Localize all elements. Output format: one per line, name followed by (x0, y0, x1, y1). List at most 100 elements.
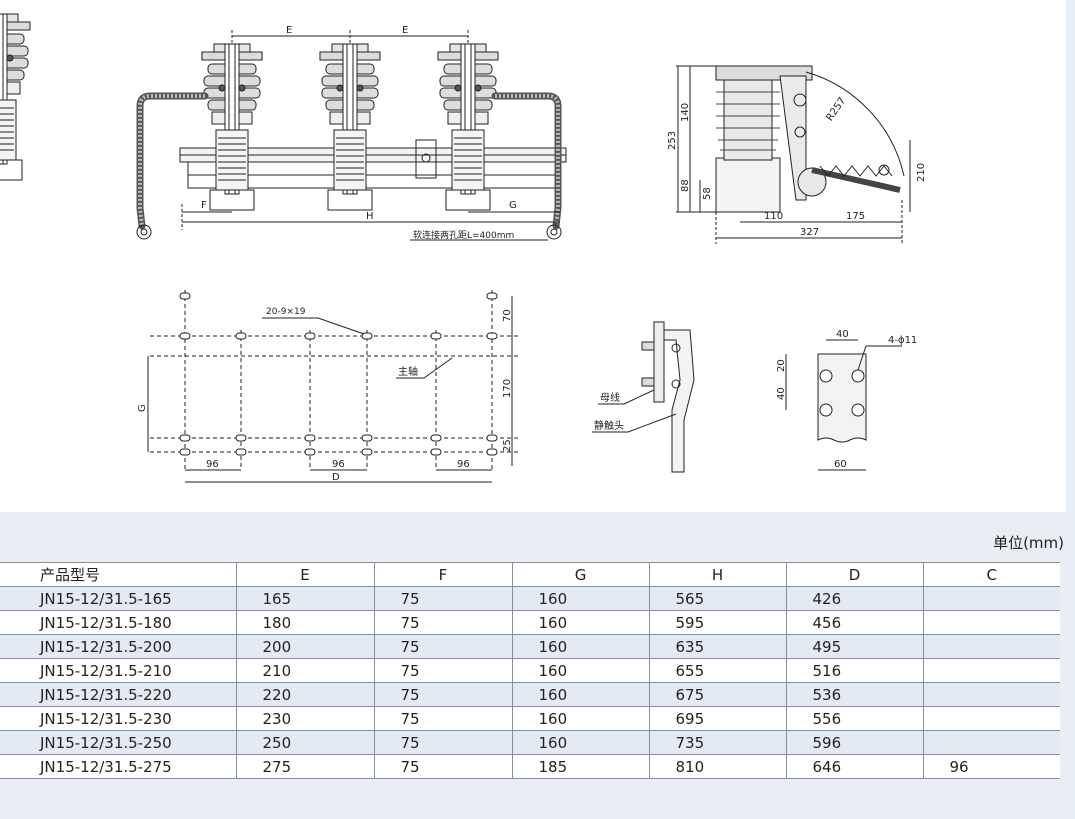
cell-h: 735 (648, 730, 786, 755)
cell-model: JN15-12/31.5-210 (0, 658, 236, 683)
cell-f: 75 (373, 682, 512, 707)
col-header-f: F (373, 562, 512, 587)
side-dim-r257: R257 (824, 96, 848, 124)
cell-model: JN15-12/31.5-250 (0, 730, 236, 755)
cell-g: 160 (511, 586, 649, 611)
cell-h: 695 (648, 706, 786, 731)
cell-e: 165 (235, 586, 374, 611)
cell-c (922, 706, 1060, 731)
technical-drawing-area: E E (0, 13, 927, 483)
cell-model: JN15-12/31.5-165 (0, 586, 236, 611)
cell-h: 595 (648, 610, 786, 635)
terminal-dim-40-top: 40 (836, 329, 849, 340)
busbar-detail-drawing: 母线 静触头 (592, 321, 695, 473)
cell-model: JN15-12/31.5-230 (0, 706, 236, 731)
cell-e: 230 (235, 706, 374, 731)
cell-model: JN15-12/31.5-180 (0, 610, 236, 635)
cell-h: 635 (648, 634, 786, 659)
static-contact-label: 静触头 (594, 419, 624, 432)
cell-h: 675 (648, 682, 786, 707)
cell-h: 565 (648, 586, 786, 611)
cell-e: 250 (235, 730, 374, 755)
cell-f: 75 (373, 586, 512, 611)
cell-d: 646 (785, 754, 923, 779)
cell-f: 75 (373, 658, 512, 683)
hole-plan-dim-d: D (332, 472, 340, 483)
cell-d: 596 (785, 730, 923, 755)
side-dim-175: 175 (846, 211, 865, 222)
col-header-g: G (511, 562, 649, 587)
side-dim-253: 253 (667, 131, 678, 150)
hole-plan-drawing: 20-9×19 主轴 70 170 25 G 96 96 96 D (137, 290, 520, 483)
cell-e: 275 (235, 754, 374, 779)
right-edge-strip (1066, 0, 1075, 819)
hole-plan-dim-96c: 96 (457, 459, 470, 470)
cell-model: JN15-12/31.5-220 (0, 682, 236, 707)
hole-plan-dim-25: 25 (502, 439, 513, 452)
cell-d: 556 (785, 706, 923, 731)
cell-g: 160 (511, 658, 649, 683)
cell-h: 810 (648, 754, 786, 779)
hole-plan-main-shaft-label: 主轴 (398, 365, 418, 378)
cell-f: 75 (373, 730, 512, 755)
cell-g: 160 (511, 634, 649, 659)
cell-g: 160 (511, 610, 649, 635)
cell-d: 516 (785, 658, 923, 683)
cell-g: 185 (511, 754, 649, 779)
front-note-flex-connector: 软连接两孔距L=400mm (413, 229, 514, 241)
cell-g: 160 (511, 730, 649, 755)
unit-label: 单位(mm) (993, 534, 1064, 552)
cell-f: 75 (373, 634, 512, 659)
col-header-h: H (648, 562, 786, 587)
side-dim-327: 327 (800, 227, 819, 238)
hole-plan-dim-170: 170 (502, 379, 513, 398)
front-dim-f: F (201, 200, 207, 211)
col-header-model: 产品型号 (0, 562, 236, 587)
cell-h: 655 (648, 658, 786, 683)
side-dim-210: 210 (916, 163, 927, 182)
cell-model: JN15-12/31.5-200 (0, 634, 236, 659)
side-dim-110: 110 (764, 211, 783, 222)
hole-plan-dim-70: 70 (502, 309, 513, 322)
hole-plan-dim-g: G (137, 404, 148, 412)
terminal-dim-40-side: 40 (776, 387, 787, 400)
table-header-row: 产品型号 E F G H D C (0, 562, 1060, 587)
cell-c (922, 658, 1060, 683)
cell-c (922, 634, 1060, 659)
side-view-drawing: R257 253 140 88 58 210 110 175 327 (667, 65, 927, 244)
side-dim-88: 88 (680, 179, 691, 192)
cell-e: 180 (235, 610, 374, 635)
cell-d: 495 (785, 634, 923, 659)
hole-plan-dim-96a: 96 (206, 459, 219, 470)
hole-plan-holes-label: 20-9×19 (266, 307, 306, 317)
cell-d: 456 (785, 610, 923, 635)
cell-d: 536 (785, 682, 923, 707)
terminal-holes-label: 4-ϕ11 (888, 335, 917, 346)
front-dim-h: H (366, 211, 374, 222)
front-view-drawing: E E (0, 13, 567, 241)
col-header-d: D (785, 562, 923, 587)
dimension-table-section: 单位(mm) 产品型号 E F G H D C JN15-12/31.5-165… (0, 512, 1066, 819)
cell-f: 75 (373, 706, 512, 731)
cell-e: 220 (235, 682, 374, 707)
hole-plan-dim-96b: 96 (332, 459, 345, 470)
cell-c (922, 730, 1060, 755)
cell-c (922, 610, 1060, 635)
cell-e: 200 (235, 634, 374, 659)
cell-c (922, 682, 1060, 707)
cell-f: 75 (373, 610, 512, 635)
terminal-dim-20: 20 (776, 359, 787, 372)
col-header-c: C (922, 562, 1060, 587)
front-dim-g: G (509, 200, 517, 211)
cell-g: 160 (511, 682, 649, 707)
front-dim-e1: E (286, 25, 292, 36)
